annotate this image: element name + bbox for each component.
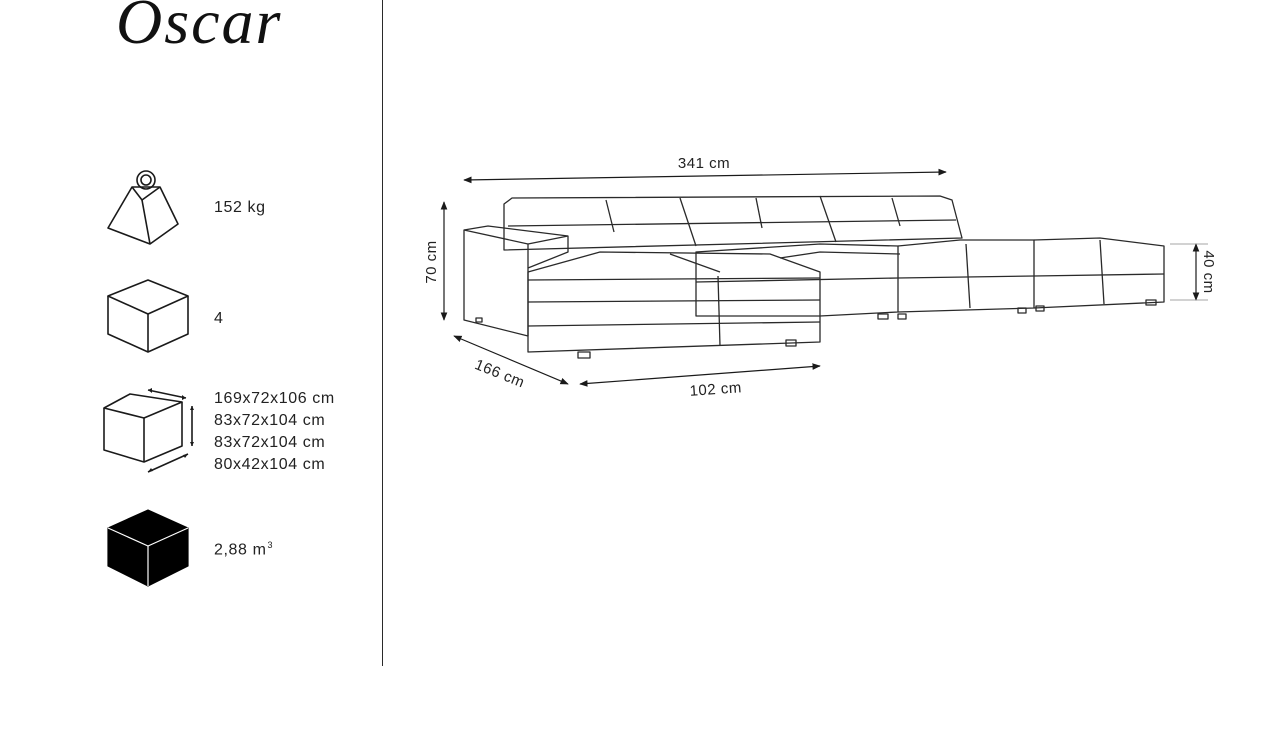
chaise-width-arrow [579, 363, 821, 387]
depth-arrow [453, 335, 569, 385]
width-arrow [463, 168, 947, 184]
depth-label: 166 cm [472, 356, 527, 391]
package-dimensions-list: 169x72x106 cm 83x72x104 cm 83x72x104 cm … [214, 388, 335, 476]
vertical-divider [382, 0, 383, 666]
box-icon [102, 272, 194, 358]
box-dimensions-icon [102, 388, 194, 474]
sofa-outline [463, 195, 1165, 359]
height-label: 70 cm [423, 240, 440, 283]
weight-icon [102, 162, 194, 248]
width-label: 341 cm [678, 155, 730, 172]
package-dimension-3: 83x72x104 cm [214, 434, 326, 451]
seat-height-label: 40 cm [1200, 250, 1217, 293]
volume-cube-icon [102, 504, 194, 590]
package-dimension-4: 80x42x104 cm [214, 456, 326, 473]
volume-unit-superscript: 3 [267, 540, 274, 550]
sofa-dimension-drawing: 341 cm 70 cm 40 cm 166 cm 102 cm [400, 140, 1240, 420]
package-dimension-1: 169x72x106 cm [214, 390, 335, 407]
chaise-width-label: 102 cm [689, 379, 742, 400]
page-title: Oscar [116, 0, 283, 57]
package-dimension-2: 83x72x104 cm [214, 412, 326, 429]
packages-count: 4 [214, 310, 224, 327]
weight-value: 152 kg [214, 199, 266, 216]
volume-number: 2,88 m [214, 541, 267, 559]
volume-value: 2,88 m3 [214, 540, 273, 559]
